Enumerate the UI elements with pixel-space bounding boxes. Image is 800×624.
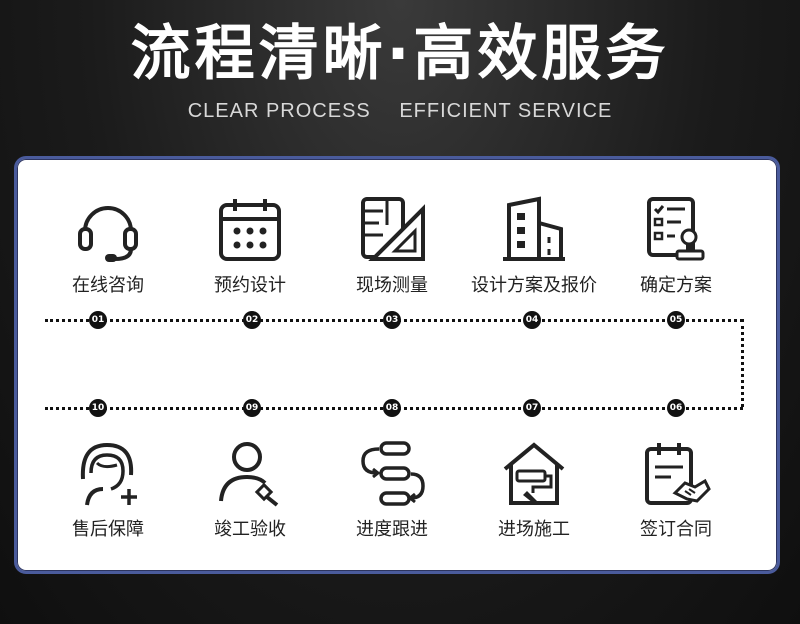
step-number-badge: 08 xyxy=(383,399,401,417)
checklist-stamp-icon xyxy=(647,197,705,261)
step-number-badge: 05 xyxy=(667,311,685,329)
subtitle-left: CLEAR PROCESS xyxy=(187,100,371,122)
step-label: 进场施工 xyxy=(498,519,570,540)
step-number-badge: 01 xyxy=(89,311,107,329)
step-after-sales: 售后保障 xyxy=(33,439,183,541)
building-icon xyxy=(503,196,565,261)
step-start-construction: 进场施工 xyxy=(459,439,609,541)
step-sign-contract: 签订合同 xyxy=(601,439,751,541)
step-number-badge: 02 xyxy=(243,311,261,329)
step-book-design: 预约设计 xyxy=(175,195,325,297)
step-number-badge: 10 xyxy=(89,399,107,417)
headset-icon xyxy=(78,206,138,262)
step-online-consult: 在线咨询 xyxy=(33,195,183,297)
page-subtitle: CLEAR PROCESS EFFICIENT SERVICE xyxy=(0,100,800,123)
progress-steps-icon xyxy=(361,441,425,506)
page-title: 流程清晰·高效服务 xyxy=(130,19,670,89)
step-confirm-plan: 确定方案 xyxy=(601,195,751,297)
step-label: 进度跟进 xyxy=(356,519,428,540)
support-agent-icon xyxy=(80,442,137,506)
step-design-quote: 设计方案及报价 xyxy=(459,195,609,297)
step-label: 预约设计 xyxy=(214,275,286,296)
step-label: 现场测量 xyxy=(356,275,428,296)
step-label: 在线咨询 xyxy=(72,275,144,296)
calendar-icon xyxy=(219,199,281,261)
process-panel: 在线咨询 预约设计 现场测量 xyxy=(14,156,780,574)
step-number-badge: 04 xyxy=(523,311,541,329)
contract-handshake-icon xyxy=(645,443,711,505)
step-number-badge: 07 xyxy=(523,399,541,417)
step-site-measure: 现场测量 xyxy=(317,195,467,297)
step-number-badge: 03 xyxy=(383,311,401,329)
step-label: 设计方案及报价 xyxy=(471,275,597,296)
step-completion-acceptance: 竣工验收 xyxy=(175,439,325,541)
step-progress-follow: 进度跟进 xyxy=(317,439,467,541)
house-roller-icon xyxy=(503,442,565,505)
connector-right xyxy=(741,319,744,407)
step-label: 确定方案 xyxy=(640,275,712,296)
step-number-badge: 06 xyxy=(667,399,685,417)
step-label: 签订合同 xyxy=(640,519,712,540)
step-label: 售后保障 xyxy=(72,519,144,540)
ruler-triangle-icon xyxy=(361,197,425,261)
inspector-icon xyxy=(219,442,279,507)
step-label: 竣工验收 xyxy=(214,519,286,540)
step-number-badge: 09 xyxy=(243,399,261,417)
subtitle-right: EFFICIENT SERVICE xyxy=(399,100,613,122)
